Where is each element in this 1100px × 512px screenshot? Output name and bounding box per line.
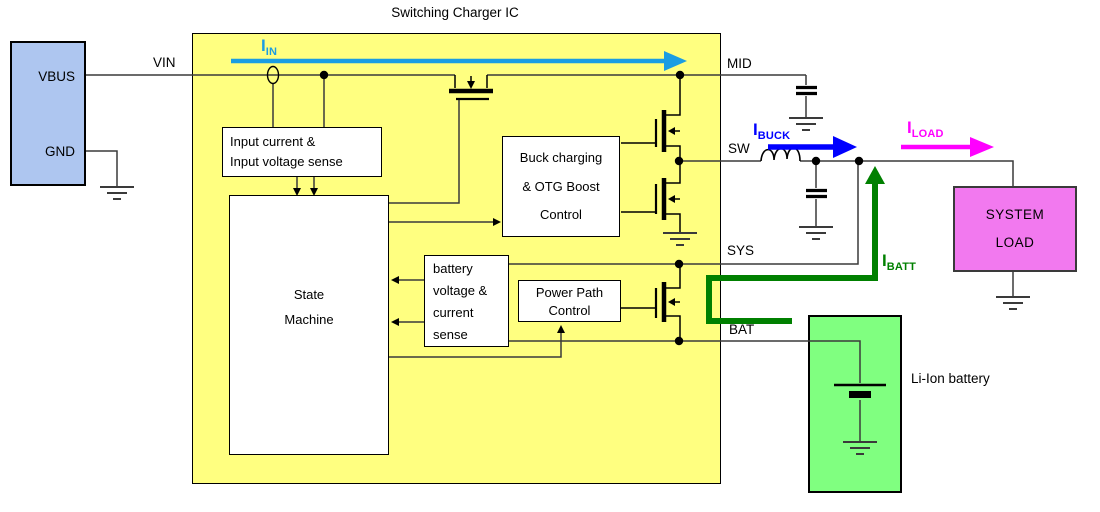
- current-label-iin: IIN: [261, 36, 278, 58]
- pin-label-sw: SW: [728, 141, 750, 156]
- input-sense-line2: Input voltage sense: [230, 154, 343, 169]
- vbus-source-box: VBUS GND: [10, 41, 86, 186]
- battery-sense-block: battery voltage & current sense: [424, 255, 509, 347]
- inductor: [760, 147, 801, 162]
- pin-label-bat: BAT: [729, 322, 755, 337]
- buck-control-block: Buck charging & OTG Boost Control: [502, 136, 620, 237]
- power-path-line2: Control: [548, 303, 591, 318]
- battery-sense-line3: current: [433, 305, 474, 320]
- current-label-ibuck: IBUCK: [753, 120, 791, 142]
- system-load-line1: SYSTEM: [985, 207, 1045, 222]
- vbus-label: VBUS: [38, 69, 75, 84]
- current-label-ibatt: IBATT: [882, 251, 917, 273]
- li-ion-battery-box: [808, 315, 902, 493]
- state-machine-line1: State: [293, 287, 325, 302]
- mid-capacitor: [796, 85, 817, 96]
- pin-label-vin: VIN: [153, 55, 176, 70]
- gnd-wire: [86, 150, 118, 186]
- battery-caption: Li-Ion battery: [911, 371, 990, 386]
- battery-sense-line1: battery: [433, 261, 473, 276]
- input-sense-block: Input current & Input voltage sense: [222, 127, 382, 177]
- battery-sense-line4: sense: [433, 327, 468, 342]
- diagram-title: Switching Charger IC: [391, 5, 519, 20]
- pin-label-sys: SYS: [727, 243, 755, 258]
- state-machine-line2: Machine: [284, 312, 334, 327]
- buck-control-line2: & OTG Boost: [522, 178, 600, 194]
- power-path-line1: Power Path: [535, 285, 604, 300]
- current-label-iload: ILOAD: [907, 118, 944, 140]
- battery-sense-line2: voltage &: [433, 283, 488, 298]
- state-machine-block: State Machine: [229, 195, 389, 455]
- buck-control-line3: Control: [540, 207, 582, 222]
- sw-output-wire: [680, 160, 1014, 186]
- input-sense-line1: Input current &: [230, 134, 316, 149]
- pin-label-mid: MID: [727, 56, 752, 71]
- buck-control-line1: Buck charging: [519, 150, 603, 165]
- sw-capacitor: [806, 188, 827, 199]
- system-load-line2: LOAD: [995, 235, 1035, 250]
- system-load-box: SYSTEM LOAD: [953, 186, 1077, 272]
- gnd-label: GND: [45, 144, 75, 159]
- power-path-block: Power Path Control: [518, 280, 621, 322]
